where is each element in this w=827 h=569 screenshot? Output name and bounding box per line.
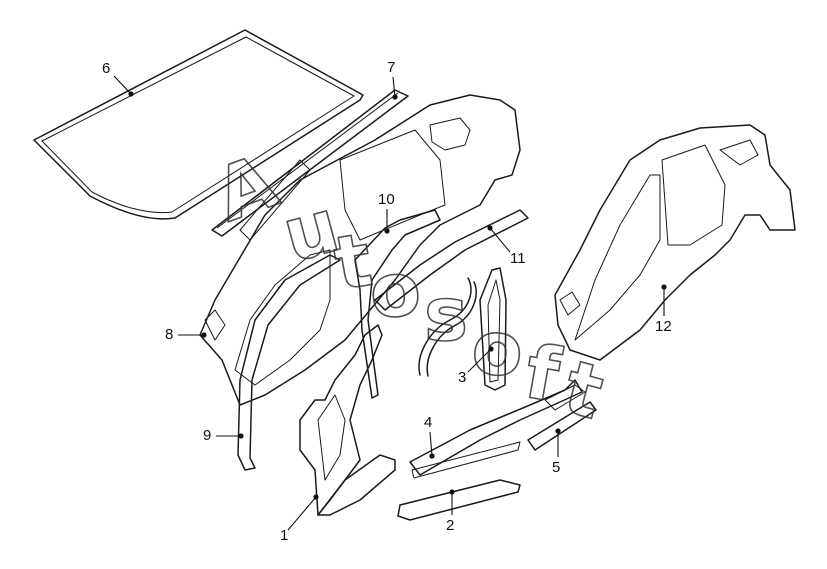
callout-anchor-12 (661, 284, 667, 290)
callout-label-5: 5 (552, 459, 560, 476)
callout-anchor-5 (555, 428, 561, 434)
callout-label-2: 2 (446, 517, 454, 534)
callout-label-10: 10 (378, 191, 395, 208)
callout-anchor-10 (384, 228, 390, 234)
callout-anchor-1 (313, 494, 319, 500)
callout-label-12: 12 (655, 318, 672, 335)
callout-leader-3 (467, 348, 492, 373)
part-9-a-pillar-seal (237, 254, 341, 471)
part-7-roof-rail (211, 89, 409, 237)
part-10-pillar-reinforcement (354, 209, 441, 399)
callout-leader-11 (489, 227, 511, 253)
watermark-letter: s (424, 272, 468, 358)
part-2-lower-sill-strip (397, 479, 521, 521)
callout-anchor-4 (429, 453, 435, 459)
watermark-letter: o (366, 246, 424, 336)
callout-leader-7 (392, 76, 396, 98)
callout-leader-6 (113, 75, 132, 95)
watermark-letter: o (468, 304, 526, 394)
part-6-roof-panel (33, 29, 364, 220)
callout-anchor-3 (488, 346, 494, 352)
callout-anchor-8 (201, 332, 207, 338)
callout-leader-4 (429, 431, 433, 457)
callout-label-6: 6 (102, 60, 110, 77)
part-11-side-rail (374, 209, 529, 311)
part-3-pillar-inner (418, 267, 507, 391)
part-1-b-pillar-panel (299, 324, 396, 516)
callout-label-11: 11 (510, 250, 526, 267)
watermark-letter: f (519, 329, 566, 419)
callout-label-8: 8 (165, 326, 173, 343)
part-12-right-body-side (554, 124, 796, 361)
callout-anchor-2 (449, 489, 455, 495)
callout-label-7: 7 (387, 59, 395, 76)
callout-anchor-11 (487, 225, 493, 231)
part-5-rear-sill-piece (527, 384, 597, 451)
callout-anchor-9 (238, 433, 244, 439)
callout-label-4: 4 (424, 414, 432, 431)
callout-anchor-7 (392, 94, 398, 100)
callout-label-9: 9 (203, 427, 211, 444)
callout-label-3: 3 (458, 369, 466, 386)
part-4-rocker-panel (409, 379, 583, 479)
callout-anchor-6 (128, 91, 134, 97)
callout-label-1: 1 (280, 527, 288, 544)
callout-leader-1 (287, 496, 317, 531)
